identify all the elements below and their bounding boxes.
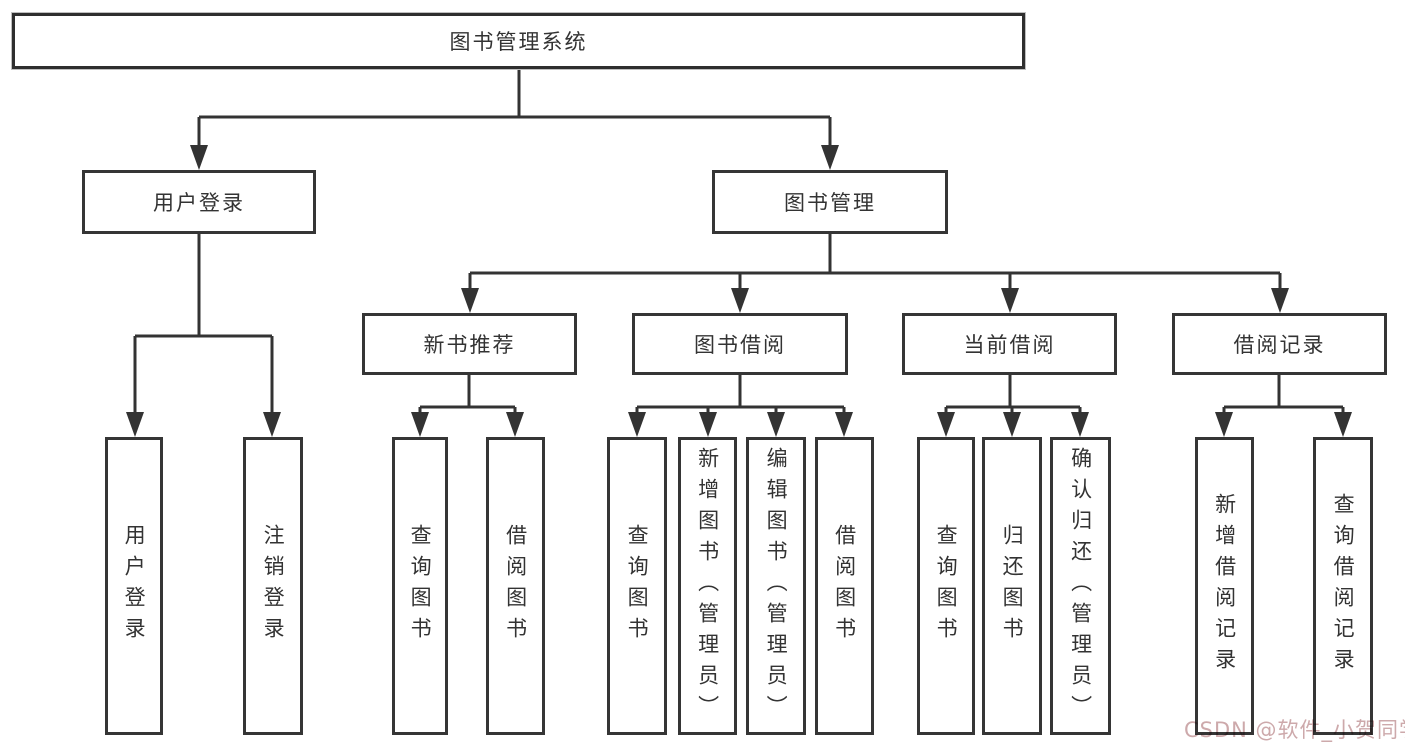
node-label: 借阅记录 <box>1233 333 1326 357</box>
leaf-query-books-current: 查询图书 <box>917 437 975 735</box>
leaf-confirm-return-admin: 确认归还（管理员） <box>1050 437 1111 735</box>
leaf-edit-books-admin: 编辑图书（管理员） <box>746 437 806 735</box>
leaf-label: 归还图书 <box>1000 524 1025 648</box>
leaf-label: 编辑图书（管理员） <box>764 446 789 726</box>
leaf-label: 查询图书 <box>934 524 959 648</box>
node-borrowing-records: 借阅记录 <box>1172 313 1387 375</box>
leaf-label: 确认归还（管理员） <box>1068 446 1093 726</box>
leaf-label: 用户登录 <box>122 524 147 648</box>
tree-edges <box>133 69 1345 419</box>
arrowheads <box>126 145 1352 437</box>
leaf-label: 借阅图书 <box>832 524 857 648</box>
leaf-label: 查询借阅记录 <box>1331 493 1356 679</box>
node-user-login: 用户登录 <box>82 170 316 234</box>
leaf-label: 新增图书（管理员） <box>695 446 720 726</box>
leaf-query-books-recommend: 查询图书 <box>392 437 448 735</box>
node-label: 当前借阅 <box>963 333 1056 357</box>
leaf-query-borrow-record: 查询借阅记录 <box>1313 437 1373 735</box>
node-new-book-recommend: 新书推荐 <box>362 313 577 375</box>
node-label: 图书管理系统 <box>449 30 588 54</box>
leaf-add-borrow-record: 新增借阅记录 <box>1195 437 1254 735</box>
leaf-borrow-books-recommend: 借阅图书 <box>486 437 545 735</box>
node-book-management: 图书管理 <box>712 170 948 234</box>
leaf-query-books-borrow: 查询图书 <box>607 437 667 735</box>
node-label: 图书管理 <box>784 191 876 215</box>
leaf-label: 查询图书 <box>625 524 650 648</box>
leaf-borrow-books: 借阅图书 <box>815 437 874 735</box>
leaf-add-books-admin: 新增图书（管理员） <box>678 437 737 735</box>
node-label: 用户登录 <box>153 191 245 215</box>
leaf-label: 新增借阅记录 <box>1212 493 1237 679</box>
node-label: 图书借阅 <box>694 333 786 357</box>
leaf-return-books: 归还图书 <box>982 437 1042 735</box>
node-label: 新书推荐 <box>423 333 516 357</box>
leaf-label: 查询图书 <box>408 524 433 648</box>
leaf-logout: 注销登录 <box>243 437 303 735</box>
leaf-label: 借阅图书 <box>503 524 528 648</box>
watermark: CSDN @软件_小贺同学 <box>1184 718 1405 742</box>
node-book-borrowing: 图书借阅 <box>632 313 848 375</box>
node-library-system: 图书管理系统 <box>12 13 1025 69</box>
node-current-borrowing: 当前借阅 <box>902 313 1117 375</box>
leaf-label: 注销登录 <box>261 524 286 648</box>
leaf-user-login: 用户登录 <box>105 437 163 735</box>
